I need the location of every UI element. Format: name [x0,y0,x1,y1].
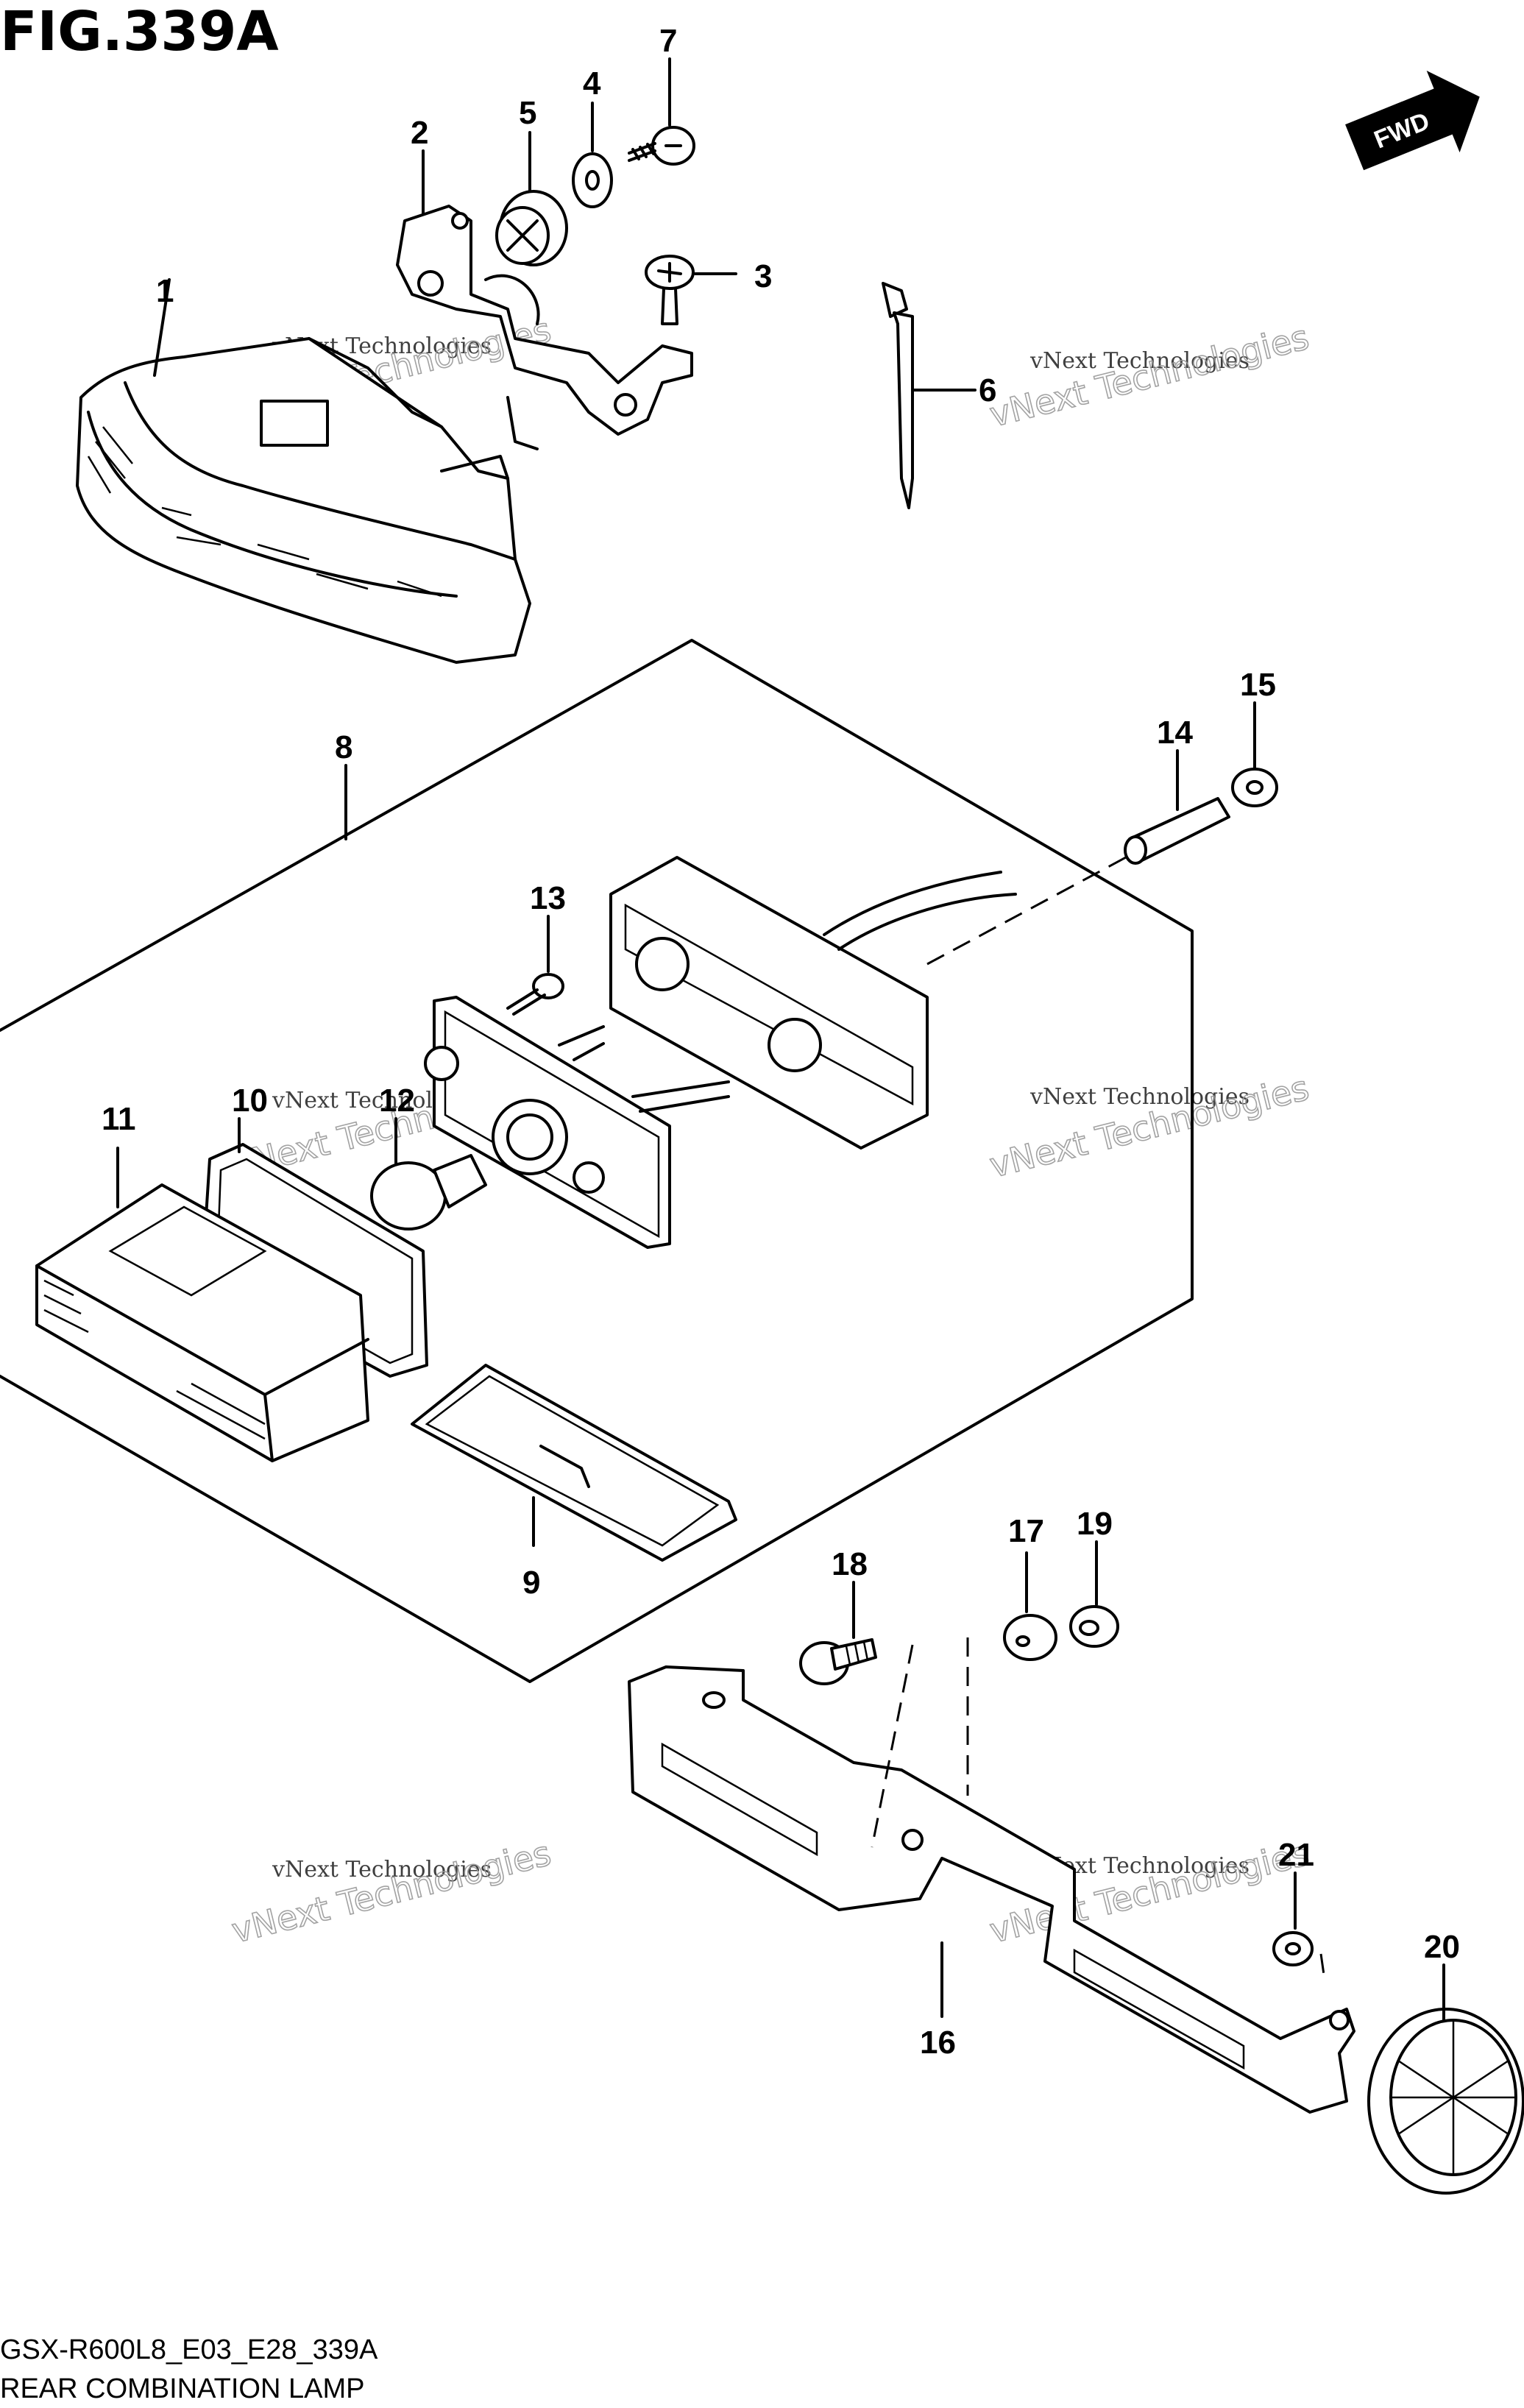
lamp-socket-assembly [424,996,730,1249]
callout-2: 2 [411,115,428,151]
part-16-plate-bracket [628,1665,1355,2114]
part-1-tail-lamp [76,337,531,664]
callout-21: 21 [1278,1837,1314,1873]
callout-5: 5 [519,95,536,131]
callout-11: 11 [102,1101,136,1137]
part-12-bulb [370,1154,487,1230]
callout-19: 19 [1077,1506,1113,1542]
callout-13: 13 [530,880,566,916]
figure-title: FIG.339A [0,0,279,63]
callout-7: 7 [659,23,677,59]
part-5-grommet [495,190,568,266]
part-18-bolt [799,1638,877,1685]
watermark-text: vNext Technologies [1029,348,1250,374]
watermark-text: vNext Technologies [1029,1084,1250,1110]
callout-labels: 1 2 3 4 5 6 7 8 9 10 11 12 13 14 15 16 1… [102,23,1460,2061]
part-19-nut [1069,1605,1119,1648]
part-17-washer [1003,1614,1057,1661]
dashed-guide-line [1319,1953,1326,1980]
callout-14: 14 [1157,715,1193,751]
part-11-lamp-lens [35,1183,369,1462]
part-20-reflector [1367,2008,1524,2195]
callout-6: 6 [979,372,996,408]
callout-9: 9 [522,1565,540,1601]
callout-16: 16 [920,2025,956,2061]
callout-15: 15 [1240,667,1276,703]
callout-4: 4 [583,65,601,102]
part-2-bracket [396,205,693,450]
watermark-text: vNext Technologies [986,317,1313,435]
part-4-washer [572,152,613,208]
callout-17: 17 [1008,1513,1044,1549]
part-9-lens-plate [411,1364,737,1562]
callout-18: 18 [832,1546,868,1582]
model-code: GSX-R600L8_E03_E28_339A [0,2334,378,2365]
part-3-screw [645,255,695,325]
fwd-direction-arrow-icon: FWD [1345,70,1480,171]
callout-8: 8 [335,729,352,765]
dashed-guide-line [926,856,1127,966]
lamp-housing [609,856,1017,1150]
callout-20: 20 [1424,1929,1460,1965]
part-21-nut [1272,1931,1314,1966]
figure-caption: REAR COMBINATION LAMP [0,2373,364,2404]
assembly-8-outline [0,639,1194,1683]
part-13-screw [506,973,564,1016]
callout-1: 1 [156,273,174,309]
part-14-spacer [1124,797,1230,865]
part-7-screw [628,126,695,166]
callout-10: 10 [232,1083,268,1119]
leader-line [153,278,171,377]
callout-12: 12 [379,1083,415,1119]
watermark-text: vNext Technologies [228,1833,555,1951]
part-6-cable-tie [882,282,914,509]
watermark-text: vNext Technologies [272,1857,492,1883]
dashed-guide-line [871,1644,914,1848]
part-15-nut [1231,768,1278,807]
callout-3: 3 [754,258,772,294]
